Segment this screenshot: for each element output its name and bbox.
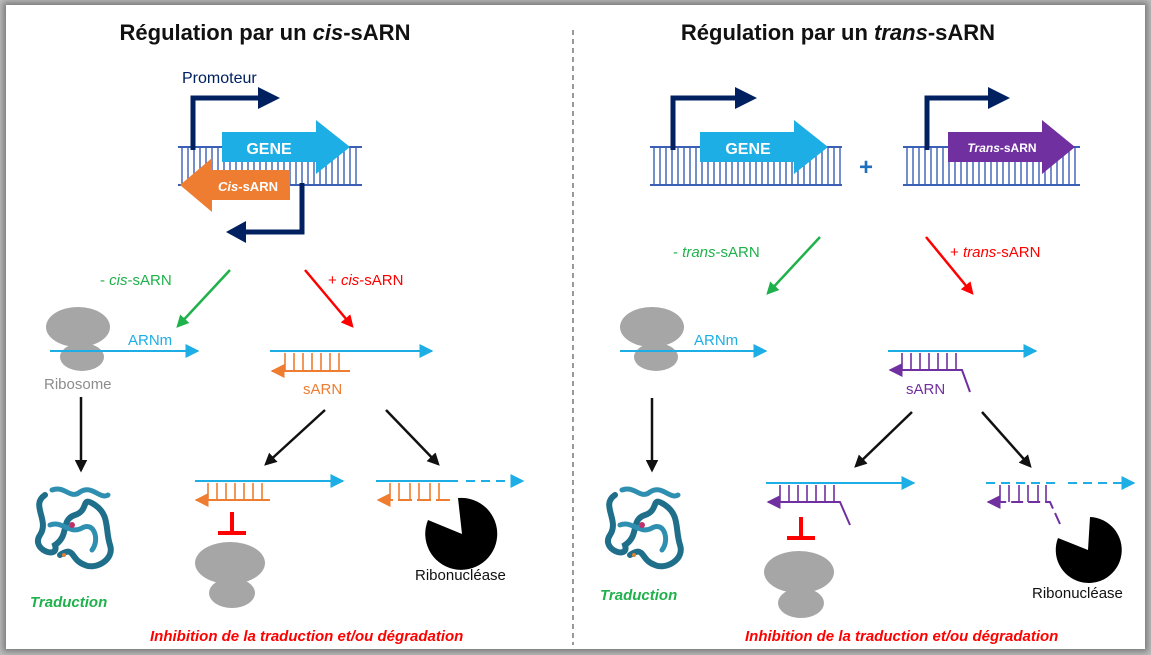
plus-trans-arrow	[925, 236, 974, 295]
gene-promoter-arrow	[670, 95, 742, 150]
promoter-arrow-head	[258, 87, 280, 109]
gene-arrow	[222, 120, 350, 174]
minus-cis-arrow	[176, 269, 231, 328]
gene-label-trans: GENE	[725, 141, 771, 158]
ribosome-label: Ribosome	[44, 376, 112, 393]
plus-trans-label: + trans-sARN	[950, 244, 1040, 261]
blocked-ribosome-icon	[195, 542, 265, 608]
degradation-branch-arrow	[385, 409, 440, 466]
trans-promoter-arrow-head	[988, 87, 1010, 109]
cis-promoter-arrow-head	[226, 221, 246, 243]
cis-srna-label: Cis-sARN	[218, 179, 278, 194]
degradation-branch-arrow-trans	[981, 411, 1032, 468]
translation-label: Traduction	[30, 594, 107, 611]
minus-cis-label: - cis-sARN	[100, 272, 172, 289]
cis-duplex-inhibition	[194, 474, 345, 507]
trans-srna-arrow	[948, 120, 1075, 174]
cis-promoter-arrow	[240, 183, 305, 235]
blocked-ribosome-icon-trans	[764, 551, 834, 618]
trans-srna-mrna-duplex	[888, 344, 1038, 393]
promoter-arrow	[190, 95, 268, 150]
cis-duplex-degradation	[376, 474, 525, 507]
trans-panel: Régulation par un trans-sARN GENE + Tran…	[600, 20, 1136, 645]
inhibition-bar-icon-trans	[787, 517, 815, 540]
inhibition-bar-icon	[218, 512, 246, 535]
minus-trans-arrow	[766, 236, 821, 295]
trans-promoter-arrow	[924, 95, 995, 150]
trans-duplex-inhibition	[766, 476, 916, 526]
gene-promoter-arrow-head	[735, 87, 757, 109]
ribosome-icon	[46, 307, 110, 371]
protein-structure-icon	[35, 486, 114, 570]
promoter-label: Promoteur	[182, 70, 257, 87]
plus-cis-label: + cis-sARN	[328, 272, 403, 289]
ribonuclease-label: Ribonucléase	[415, 567, 506, 584]
mrna-label-trans: ARNm	[694, 332, 738, 349]
trans-srna-small-label: sARN	[906, 381, 945, 398]
mrna-label: ARNm	[128, 332, 172, 349]
translation-label-trans: Traduction	[600, 587, 677, 604]
ribosome-icon-trans	[620, 307, 684, 371]
protein-structure-icon-trans	[605, 486, 684, 570]
inhibition-label-trans: Inhibition de la traduction et/ou dégrad…	[745, 628, 1058, 645]
ribonuclease-icon	[425, 497, 498, 570]
cis-panel-title: Régulation par un cis-sARN	[120, 20, 411, 45]
inhibition-label: Inhibition de la traduction et/ou dégrad…	[150, 628, 463, 645]
ribonuclease-icon-trans	[1055, 517, 1122, 583]
gene-label: GENE	[246, 141, 292, 158]
trans-panel-title: Régulation par un trans-sARN	[681, 20, 995, 45]
cis-srna-small-label: sARN	[303, 381, 342, 398]
figure-frame	[6, 5, 1145, 649]
plus-sign: +	[859, 154, 873, 181]
cis-panel: Régulation par un cis-sARN Promoteur GEN…	[30, 20, 525, 645]
gene-arrow-trans	[700, 120, 828, 174]
cis-srna-arrow	[180, 158, 290, 212]
plus-cis-arrow	[304, 269, 354, 328]
cis-srna-mrna-duplex	[270, 344, 434, 378]
trans-srna-label: Trans-sARN	[967, 141, 1036, 155]
inhibition-branch-arrow-trans	[854, 411, 913, 468]
inhibition-branch-arrow	[264, 409, 326, 466]
minus-trans-label: - trans-sARN	[673, 244, 760, 261]
ribonuclease-label-trans: Ribonucléase	[1032, 585, 1123, 602]
trans-duplex-degradation	[986, 476, 1136, 525]
